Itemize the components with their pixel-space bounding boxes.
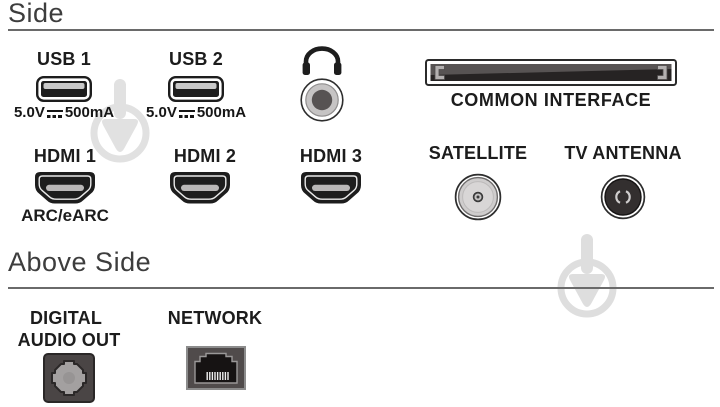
watermark-plumb-icon bbox=[557, 234, 617, 318]
optical-audio-port-icon bbox=[43, 353, 95, 403]
usb2-spec: 5.0V 500mA bbox=[146, 104, 246, 121]
usb1-label: USB 1 bbox=[36, 49, 92, 69]
spec-voltage: 5.0V bbox=[145, 104, 177, 121]
spec-current: 500mA bbox=[64, 104, 115, 121]
spec-voltage: 5.0V bbox=[13, 104, 45, 121]
hdmi1-label: HDMI 1 bbox=[33, 146, 97, 166]
hdmi-port-icon bbox=[301, 172, 361, 204]
section-title-side: Side bbox=[8, 0, 65, 28]
dc-symbol-icon bbox=[178, 109, 195, 119]
section-title-above-side: Above Side bbox=[8, 247, 152, 277]
hdmi-port-icon bbox=[35, 172, 95, 204]
spec-current: 500mA bbox=[196, 104, 247, 121]
watermark-plumb-icon bbox=[90, 79, 150, 163]
section-divider bbox=[8, 29, 714, 31]
common-interface-slot-icon bbox=[425, 59, 677, 86]
hdmi3-label: HDMI 3 bbox=[299, 146, 363, 166]
usb2-label: USB 2 bbox=[168, 49, 224, 69]
section-divider bbox=[8, 287, 714, 289]
usb-port-icon bbox=[36, 76, 92, 102]
satellite-connector-icon bbox=[454, 173, 502, 221]
dc-symbol-icon bbox=[46, 109, 63, 119]
audio-jack-icon bbox=[300, 78, 344, 122]
usb1-spec: 5.0V 500mA bbox=[14, 104, 114, 121]
tv-antenna-label: TV ANTENNA bbox=[564, 143, 682, 163]
headphones-icon bbox=[302, 46, 342, 75]
satellite-label: SATELLITE bbox=[428, 143, 528, 163]
hdmi2-label: HDMI 2 bbox=[173, 146, 237, 166]
digital-audio-out-label-line2: AUDIO OUT bbox=[17, 330, 121, 350]
usb-port-icon bbox=[168, 76, 224, 102]
tv-antenna-connector-icon bbox=[600, 174, 646, 220]
ethernet-port-icon bbox=[186, 346, 246, 390]
common-interface-label: COMMON INTERFACE bbox=[450, 90, 652, 110]
hdmi1-arc-sublabel: ARC/eARC bbox=[21, 206, 109, 225]
hdmi-port-icon bbox=[170, 172, 230, 204]
network-label: NETWORK bbox=[167, 308, 263, 328]
digital-audio-out-label-line1: DIGITAL bbox=[29, 308, 103, 328]
